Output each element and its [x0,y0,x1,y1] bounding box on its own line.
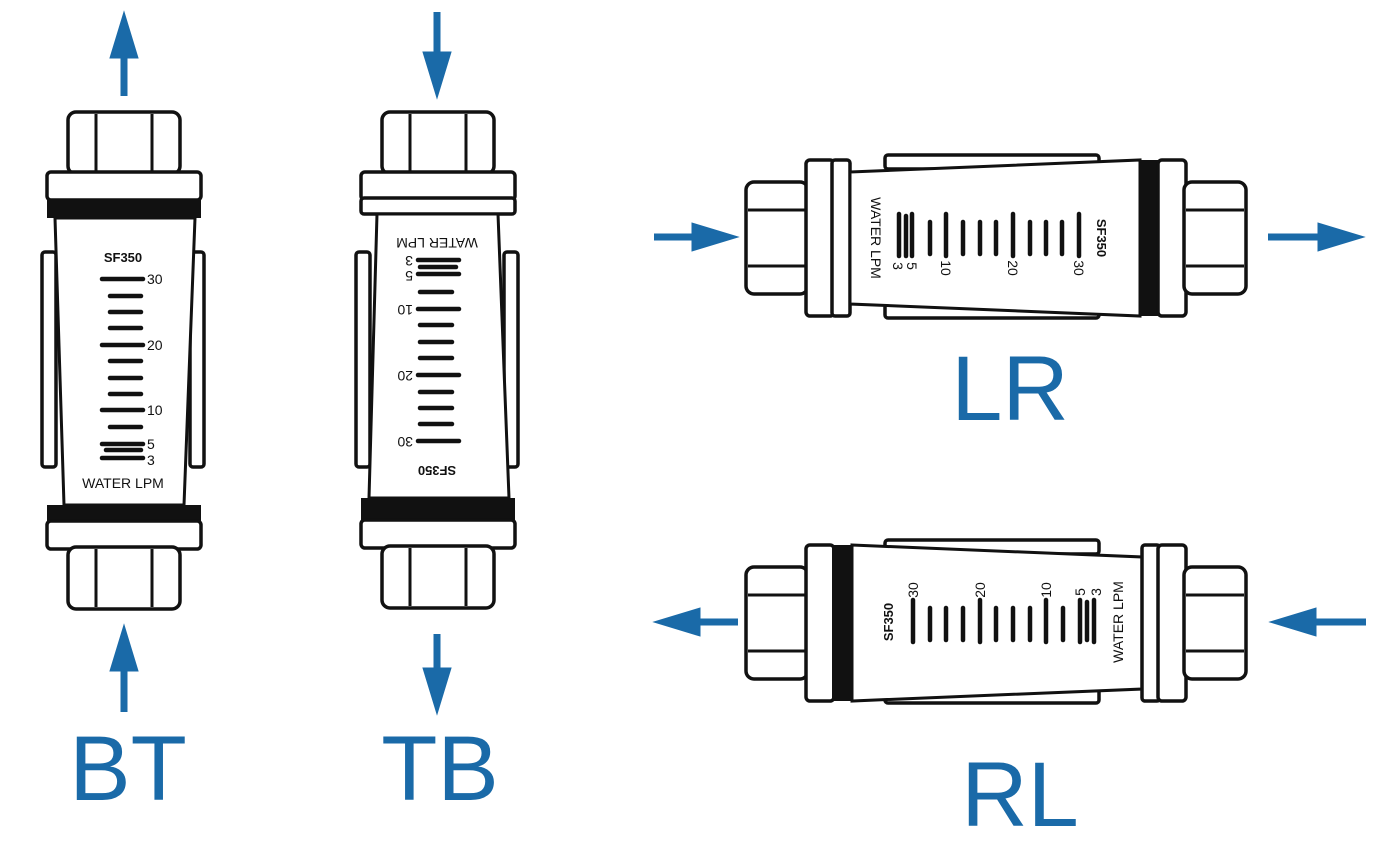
flowmeter-lr: WATER LPM SF350 30 20 10 5 3 [654,153,1366,440]
tick-label-30: 30 [1071,260,1087,276]
right-collar [1156,543,1188,703]
left-guard [40,250,58,469]
bottom-collar [359,518,517,550]
tick-label-30: 30 [397,434,413,450]
left-seal-band [832,545,852,701]
right-collar [1156,158,1188,318]
units-label: WATER LPM [82,475,164,491]
top-ring [359,196,517,216]
model-label: SF350 [418,463,456,478]
tick-label-3: 3 [890,262,906,270]
units-label: WATER LPM [1110,581,1126,663]
tick-label-20: 20 [972,582,988,598]
tick-label-30: 30 [147,271,163,287]
bottom-seal-band [47,505,201,523]
flow-arrow-down-bottom-icon [422,634,452,716]
left-collar [804,543,836,703]
left-collar [804,158,836,318]
left-nut [744,180,810,296]
tick-label-10: 10 [1038,582,1054,598]
top-collar [359,170,517,202]
bottom-nut [66,545,182,611]
orientation-label-tb: TB [381,718,499,820]
scale-ticks [910,597,1097,645]
tick-label-3: 3 [147,452,155,468]
tick-label-5: 5 [1072,588,1088,596]
tick-label-10: 10 [147,402,163,418]
tick-label-5: 5 [904,262,920,270]
tick-label-5: 5 [405,268,413,284]
flow-arrow-right-in-icon [654,222,740,252]
right-seal-band [1140,160,1160,316]
tick-label-10: 10 [397,302,413,318]
orientation-label-rl: RL [961,744,1079,843]
model-label: SF350 [881,603,896,641]
bottom-seal-band [361,498,515,522]
flowmeter-bt: SF350 30 20 10 5 3 WATER LPM [40,10,206,820]
tick-label-30: 30 [905,582,921,598]
flowmeter-rl: SF350 WATER LPM 30 20 10 5 3 [652,538,1366,843]
tick-label-10: 10 [938,260,954,276]
left-nut [744,565,810,681]
bottom-nut [380,544,496,610]
orientation-label-bt: BT [69,718,187,820]
flow-arrow-up-top-icon [109,10,139,96]
top-nut [380,110,496,176]
tick-label-20: 20 [1005,260,1021,276]
scale-ticks [99,276,146,461]
scale-ticks [415,257,462,444]
units-label: WATER LPM [396,235,478,251]
flow-arrow-down-top-icon [422,12,452,100]
scale-ticks [896,211,1082,259]
flowmeter-tb: WATER LPM SF350 30 20 10 5 3 [354,12,520,820]
left-ring [830,158,852,318]
model-label: SF350 [104,250,142,265]
top-collar [45,170,203,202]
left-guard [354,250,372,469]
flow-arrow-left-out-icon [652,607,738,637]
flow-arrow-right-out-icon [1268,222,1366,252]
flow-arrow-up-bottom-icon [109,623,139,712]
tick-label-3: 3 [1088,588,1104,596]
tick-label-5: 5 [147,436,155,452]
tick-label-3: 3 [405,253,413,269]
model-label: SF350 [1094,219,1109,257]
right-nut [1182,565,1248,681]
top-seal-band [47,200,201,218]
right-nut [1182,180,1248,296]
tick-label-20: 20 [397,368,413,384]
flow-arrow-left-in-icon [1268,607,1366,637]
top-nut [66,110,182,176]
tick-label-20: 20 [147,337,163,353]
bottom-collar [45,519,203,551]
units-label: WATER LPM [868,197,884,279]
orientation-label-lr: LR [951,338,1069,440]
